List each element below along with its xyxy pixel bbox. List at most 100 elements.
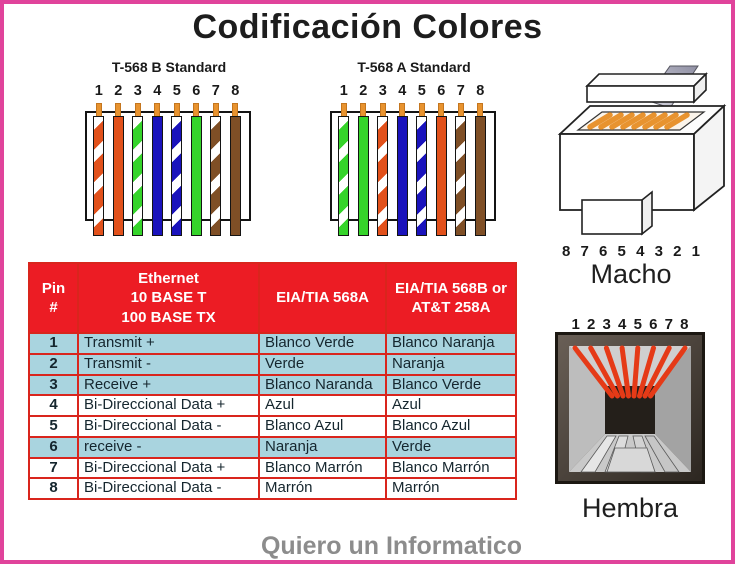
cell-signal-pin-5: Bi-Direccional Data - bbox=[77, 415, 260, 438]
rj45-male-plug-illustration bbox=[557, 65, 727, 236]
cell-eia568a-pin-8: Marrón bbox=[258, 477, 387, 500]
footer-watermark: Quiero un Informatico bbox=[260, 532, 523, 560]
cell-pin-pin-7: 7 bbox=[28, 456, 79, 480]
cell-eia568b-pin-5: Blanco Azul bbox=[385, 415, 517, 438]
plug-contact-6 bbox=[642, 112, 668, 130]
plug-contact-8 bbox=[664, 112, 690, 130]
plug-tab-side bbox=[641, 190, 653, 236]
t568b-wire-2-naranja bbox=[112, 116, 124, 236]
plug-contact-2 bbox=[598, 112, 624, 130]
jack-contact-4 bbox=[619, 345, 631, 399]
cell-eia568b-pin-4: Azul bbox=[385, 394, 517, 417]
t568a-wire-1-blanco-verde bbox=[338, 116, 349, 236]
male-connector-label: Macho bbox=[590, 259, 672, 289]
cell-eia568a-pin-5: Blanco Azul bbox=[258, 415, 387, 438]
t568b-pin-number-3: 3 bbox=[133, 83, 142, 99]
header-eia568a: EIA/TIA 568A bbox=[258, 262, 387, 334]
cell-eia568b-pin-6: Verde bbox=[385, 435, 517, 459]
t568b-pin-number-5: 5 bbox=[172, 83, 181, 99]
plug-latch-top bbox=[585, 73, 708, 87]
plug-contact-7 bbox=[653, 112, 679, 130]
plug-contact-4 bbox=[620, 112, 646, 130]
cell-pin-pin-2: 2 bbox=[28, 352, 79, 376]
jack-rib-4 bbox=[644, 435, 680, 473]
jack-contact-8 bbox=[648, 345, 688, 399]
cell-pin-pin-4: 4 bbox=[28, 394, 79, 417]
cell-eia568b-pin-8: Marrón bbox=[385, 477, 517, 500]
cell-pin-pin-3: 3 bbox=[28, 373, 79, 397]
cell-eia568b-pin-1: Blanco Naranja bbox=[385, 332, 517, 355]
plug-contact-1 bbox=[587, 112, 613, 130]
rj45-female-jack-illustration bbox=[555, 332, 705, 484]
cell-signal-pin-2: Transmit - bbox=[77, 352, 260, 376]
cell-eia568b-pin-7: Blanco Marrón bbox=[385, 456, 517, 480]
cell-eia568a-pin-4: Azul bbox=[258, 394, 387, 417]
cell-signal-pin-6: receive - bbox=[77, 435, 260, 459]
t568b-wire-6-verde bbox=[190, 116, 202, 236]
t568b-connector-outline bbox=[85, 111, 251, 221]
t568b-wire-3-blanco-verde bbox=[132, 116, 143, 236]
plug-latch-front bbox=[586, 85, 695, 103]
t568b-wire-area bbox=[85, 103, 253, 243]
t568b-title: T-568 B Standard bbox=[111, 59, 227, 75]
plug-tab-front bbox=[581, 199, 643, 235]
female-pin-numbers: 1 2 3 4 5 6 7 8 bbox=[571, 316, 689, 333]
t568a-wire-3-blanco-naranja bbox=[377, 116, 388, 236]
t568a-pin-number-6: 6 bbox=[437, 83, 446, 99]
plug-contact-3 bbox=[609, 112, 635, 130]
t568b-wire-4-azul bbox=[151, 116, 163, 236]
t568a-wire-6-naranja bbox=[435, 116, 447, 236]
cell-eia568a-pin-7: Blanco Marrón bbox=[258, 456, 387, 480]
t568a-pin-number-1: 1 bbox=[339, 83, 348, 99]
female-connector-label: Hembra bbox=[581, 493, 679, 523]
t568b-wire-1-blanco-naranja bbox=[93, 116, 104, 236]
jack-contact-1 bbox=[572, 345, 615, 399]
t568a-wire-5-blanco-azul bbox=[416, 116, 427, 236]
jack-contact-7 bbox=[642, 345, 672, 399]
cell-eia568b-pin-2: Naranja bbox=[385, 352, 517, 376]
t568b-pin-number-8: 8 bbox=[231, 83, 240, 99]
t568a-pin-number-2: 2 bbox=[359, 83, 368, 99]
jack-center-step bbox=[606, 447, 656, 473]
header-pin: Pin # bbox=[28, 262, 79, 334]
cell-pin-pin-6: 6 bbox=[28, 435, 79, 459]
jack-rib-1 bbox=[580, 435, 617, 473]
t568b-wire-5-blanco-azul bbox=[171, 116, 182, 236]
header-eia568b: EIA/TIA 568B or AT&T 258A bbox=[385, 262, 517, 334]
cell-pin-pin-1: 1 bbox=[28, 332, 79, 355]
t568b-pin-number-4: 4 bbox=[153, 83, 162, 99]
pin-assignment-table: Pin # Ethernet 10 BASE T 100 BASE TX EIA… bbox=[28, 262, 517, 500]
cell-eia568a-pin-1: Blanco Verde bbox=[258, 332, 387, 355]
t568a-title: T-568 A Standard bbox=[357, 59, 471, 75]
cell-signal-pin-4: Bi-Direccional Data + bbox=[77, 394, 260, 417]
page-title: Codificación Colores bbox=[192, 8, 543, 46]
t568b-wire-8-marron bbox=[229, 116, 241, 236]
cell-pin-pin-5: 5 bbox=[28, 415, 79, 438]
plug-contact-5 bbox=[631, 112, 657, 130]
cell-eia568a-pin-3: Blanco Naranda bbox=[258, 373, 387, 397]
cell-signal-pin-7: Bi-Direccional Data + bbox=[77, 456, 260, 480]
t568a-wire-7-blanco-marron bbox=[455, 116, 466, 236]
t568b-pin-number-1: 1 bbox=[94, 83, 103, 99]
plug-latch-side bbox=[693, 72, 707, 104]
plug-body-front bbox=[559, 133, 695, 211]
cell-signal-pin-1: Transmit + bbox=[77, 332, 260, 355]
cell-eia568a-pin-2: Verde bbox=[258, 352, 387, 376]
t568a-pin-number-4: 4 bbox=[398, 83, 407, 99]
table-header-row: Pin # Ethernet 10 BASE T 100 BASE TX EIA… bbox=[28, 262, 517, 334]
t568b-pin-number-7: 7 bbox=[211, 83, 220, 99]
t568a-wire-8-marron bbox=[474, 116, 486, 236]
